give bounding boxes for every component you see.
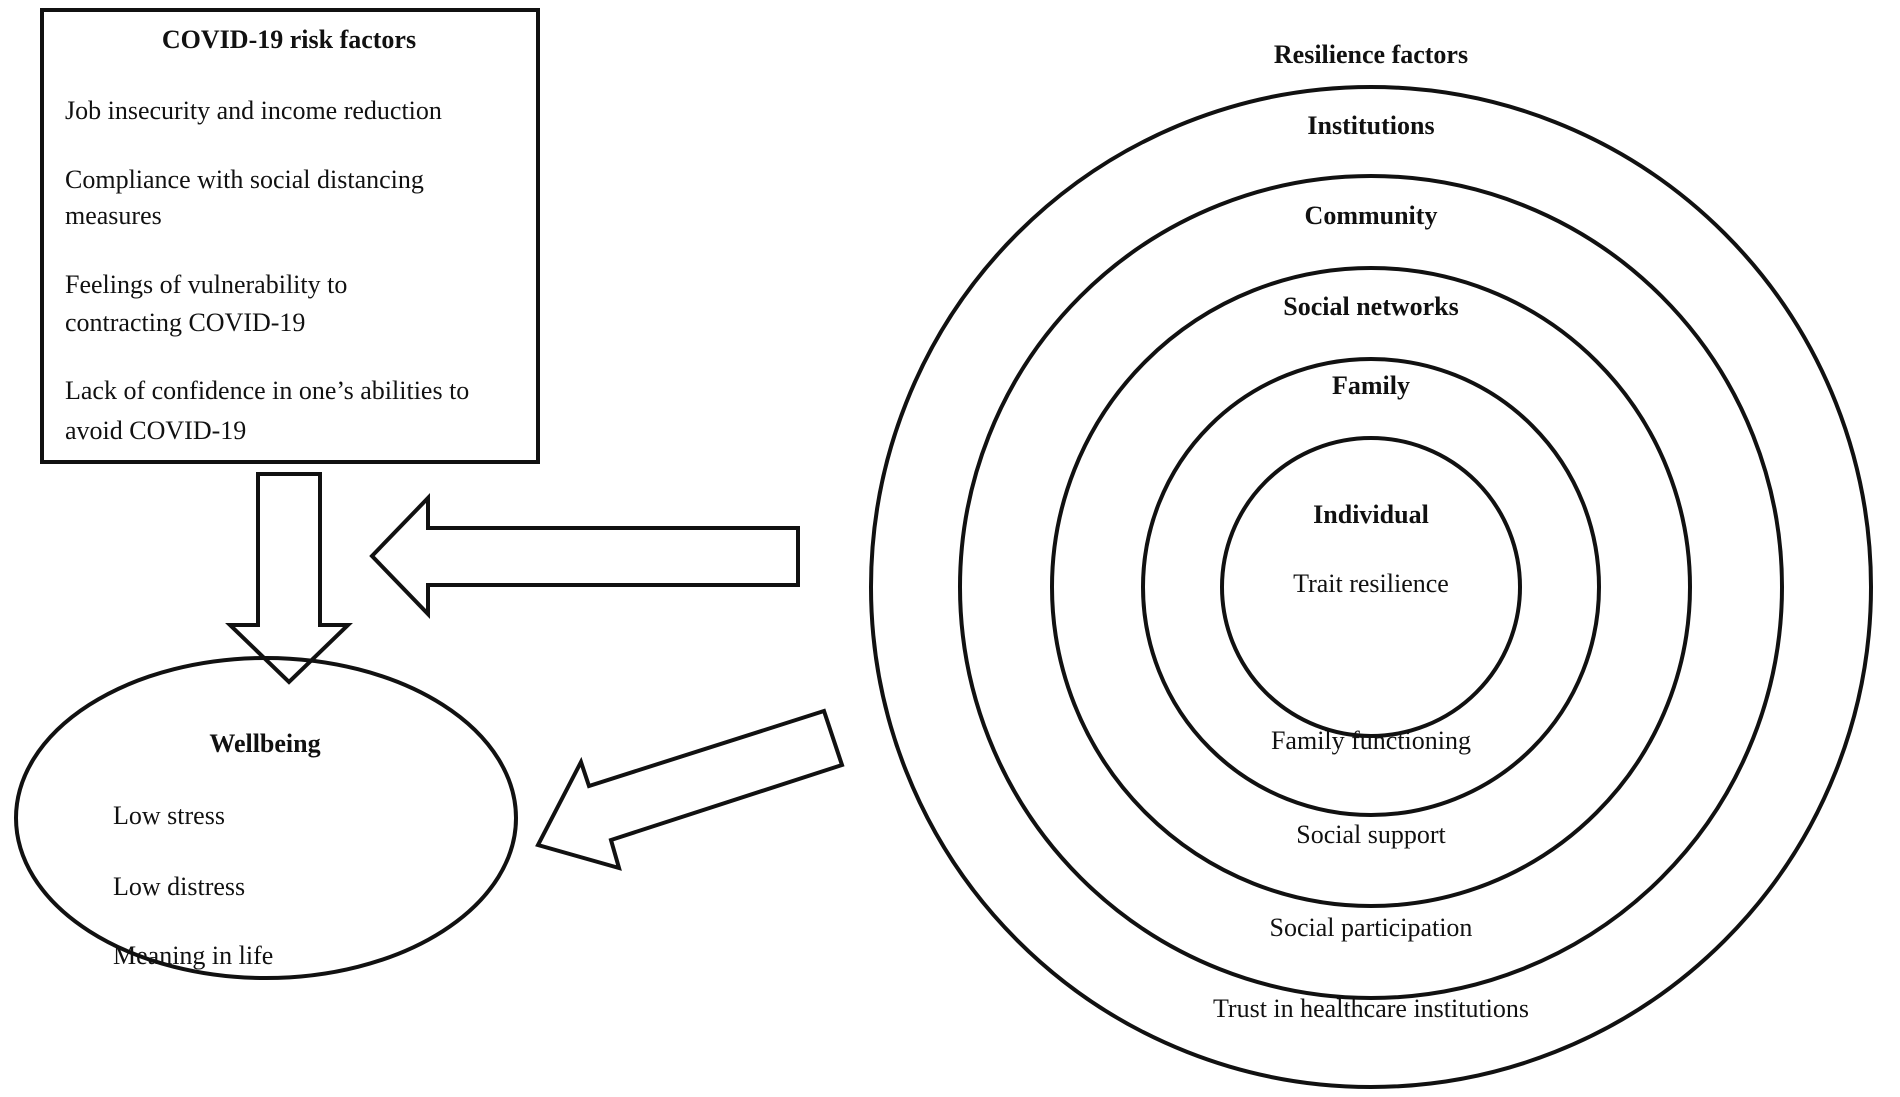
level-family: Family [1332, 371, 1410, 400]
factor-family-functioning: Family functioning [1271, 726, 1471, 755]
wellbeing-item-low-distress: Low distress [113, 872, 245, 901]
factor-social-support: Social support [1296, 820, 1446, 849]
resilience-to-wellbeing-arrow [535, 708, 845, 871]
resilience-to-risk-arrow [369, 493, 800, 619]
factor-trust-in-healthcare-institutions: Trust in healthcare institutions [1213, 994, 1529, 1023]
ring-family [1141, 357, 1601, 817]
level-community: Community [1305, 201, 1438, 230]
wellbeing-item-low-stress: Low stress [113, 801, 225, 830]
risk-factors-frame [40, 8, 540, 464]
risk-item-4-line-1: Lack of confidence in one’s abilities to [65, 376, 469, 405]
level-institutions: Institutions [1307, 111, 1434, 140]
wellbeing-title: Wellbeing [209, 729, 320, 758]
risk-item-3-line-2: contracting COVID-19 [65, 308, 305, 337]
wellbeing-ellipse [14, 656, 518, 980]
resilience-title: Resilience factors [1274, 40, 1468, 69]
ring-social-networks [1050, 266, 1692, 908]
risk-item-4-line-2: avoid COVID-19 [65, 416, 246, 445]
risk-item-1-line-1: Job insecurity and income reduction [65, 96, 442, 125]
level-social-networks: Social networks [1283, 292, 1459, 321]
ring-institutions [869, 85, 1873, 1089]
wellbeing-item-meaning-in-life: Meaning in life [113, 941, 273, 970]
ring-community [958, 174, 1784, 1000]
risk-factors-title: COVID-19 risk factors [162, 25, 416, 54]
risk-item-2-line-1: Compliance with social distancing [65, 165, 424, 194]
wellbeing-ellipse-group: Wellbeing Low stress Low distress Meanin… [14, 656, 518, 980]
risk-item-2-line-2: measures [65, 201, 162, 230]
factor-social-participation: Social participation [1270, 913, 1473, 942]
risk-factors-box: COVID-19 risk factors Job insecurity and… [40, 8, 540, 464]
risk-to-wellbeing-arrow [225, 472, 353, 685]
ring-individual [1220, 436, 1522, 738]
factor-trait-resilience: Trait resilience [1293, 569, 1449, 598]
level-individual: Individual [1313, 500, 1429, 529]
risk-item-3-line-1: Feelings of vulnerability to [65, 270, 347, 299]
resilience-circles: Resilience factors Institutions Communit… [869, 40, 1873, 1089]
